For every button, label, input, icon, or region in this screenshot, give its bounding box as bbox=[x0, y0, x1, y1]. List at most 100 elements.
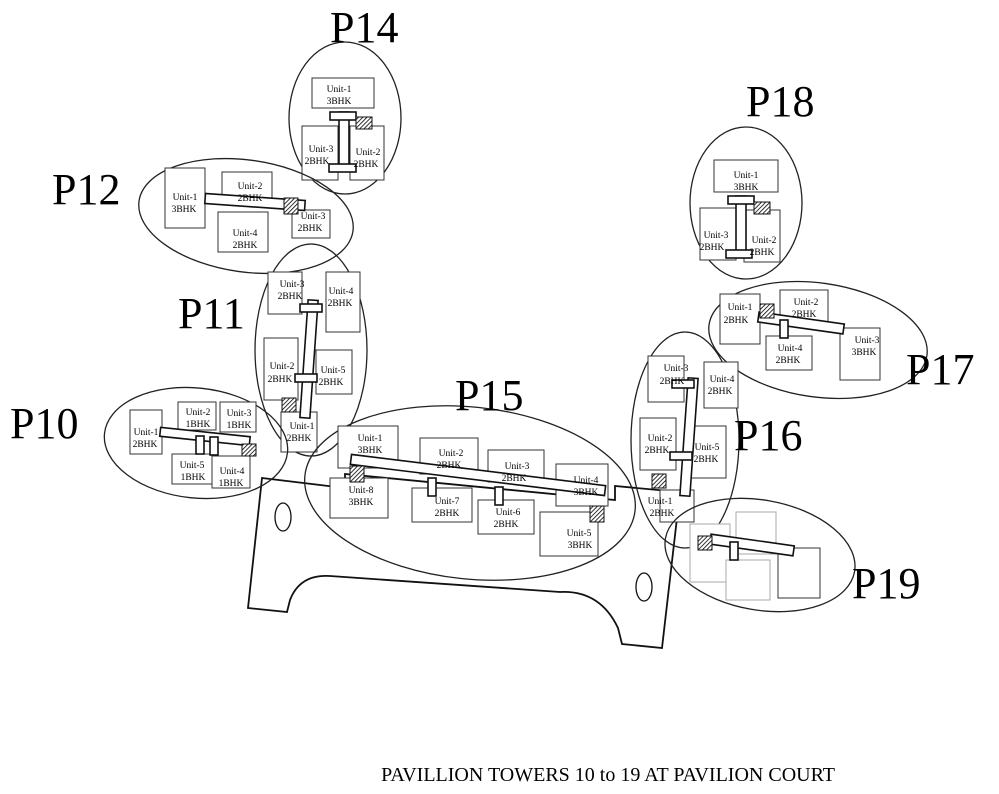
unit-label: Unit-1 bbox=[173, 193, 198, 203]
unit-label: Unit-5 bbox=[180, 461, 205, 471]
tower-label: P12 bbox=[52, 165, 120, 214]
tower-p16-outline bbox=[630, 331, 740, 549]
tower-label: P14 bbox=[330, 3, 398, 52]
unit-type: 2BHK bbox=[238, 194, 263, 204]
unit-label: Unit-1 bbox=[648, 497, 673, 507]
tower-label: P17 bbox=[906, 345, 974, 394]
unit-label: Unit-4 bbox=[778, 344, 803, 354]
unit-label: Unit-1 bbox=[728, 303, 753, 313]
unit-label: Unit-2 bbox=[648, 434, 673, 444]
unit-type: 2BHK bbox=[287, 434, 312, 444]
unit-label: Unit-3 bbox=[301, 212, 326, 222]
unit-type: 2BHK bbox=[278, 292, 303, 302]
unit-label: Unit-3 bbox=[704, 231, 729, 241]
unit-label: Unit-2 bbox=[356, 148, 381, 158]
unit-type: 3BHK bbox=[349, 498, 374, 508]
unit-label: Unit-1 bbox=[358, 434, 383, 444]
unit-type: 2BHK bbox=[354, 160, 379, 170]
unit-label: Unit-7 bbox=[435, 497, 460, 507]
unit-type: 3BHK bbox=[852, 348, 877, 358]
tower-label: P16 bbox=[734, 411, 802, 460]
unit-label: Unit-4 bbox=[329, 287, 354, 297]
unit-type: 2BHK bbox=[645, 446, 670, 456]
unit-type: 2BHK bbox=[724, 316, 749, 326]
unit-type: 3BHK bbox=[172, 205, 197, 215]
unit-label: Unit-3 bbox=[309, 145, 334, 155]
unit-type: 2BHK bbox=[700, 243, 725, 253]
unit-type: 2BHK bbox=[435, 509, 460, 519]
tower-p18-outline bbox=[689, 126, 803, 280]
unit-label: Unit-5 bbox=[567, 529, 592, 539]
unit-label: Unit-5 bbox=[695, 443, 720, 453]
unit-label: Unit-5 bbox=[321, 366, 346, 376]
tower-label: P18 bbox=[746, 77, 814, 126]
unit-type: 2BHK bbox=[650, 509, 675, 519]
unit-label: Unit-2 bbox=[439, 449, 464, 459]
unit-label: Unit-3 bbox=[664, 364, 689, 374]
unit-type: 2BHK bbox=[233, 241, 258, 251]
unit-label: Unit-4 bbox=[574, 476, 599, 486]
tower-p19-outline bbox=[664, 497, 856, 613]
unit-type: 2BHK bbox=[694, 455, 719, 465]
unit-type: 2BHK bbox=[494, 520, 519, 530]
unit-label: Unit-2 bbox=[238, 182, 263, 192]
tower-p12: Unit-1 3BHK Unit-2 2BHK Unit-4 2BHK Unit… bbox=[52, 157, 354, 275]
unit-type: 2BHK bbox=[776, 356, 801, 366]
unit-label: 2BHK bbox=[268, 375, 293, 385]
unit-type: 3BHK bbox=[358, 446, 383, 456]
unit-type: 2BHK bbox=[750, 248, 775, 258]
tower-p14: Unit-1 3BHK Unit-3 2BHK Unit-2 2BHK P14 bbox=[288, 3, 402, 195]
unit-label: Unit-1 bbox=[290, 422, 315, 432]
podium-opening-right bbox=[635, 572, 653, 602]
unit-label: Unit-1 bbox=[327, 85, 352, 95]
unit-type: 1BHK bbox=[227, 421, 252, 431]
tower-p10: Unit-1 2BHK Unit-2 1BHK Unit-3 1BHK Unit… bbox=[10, 386, 289, 500]
unit-type: 2BHK bbox=[708, 387, 733, 397]
unit-type: 2BHK bbox=[437, 461, 462, 471]
tower-label: P19 bbox=[852, 559, 920, 608]
unit-label: Unit-3 bbox=[505, 462, 530, 472]
tower-p11: Unit-3 2BHK Unit-4 2BHK Unit-2 2BHK Unit… bbox=[178, 243, 368, 457]
unit-type: 2BHK bbox=[792, 310, 817, 320]
unit-label: Unit-3 bbox=[855, 336, 880, 346]
unit-label: Unit-4 bbox=[710, 375, 735, 385]
tower-p12-outline bbox=[138, 157, 354, 275]
unit-label: Unit-2 bbox=[270, 362, 295, 372]
tower-p15-outline bbox=[304, 405, 636, 581]
tower-label: P15 bbox=[455, 371, 523, 420]
tower-p19: P19 bbox=[664, 497, 920, 613]
unit-label: Unit-4 bbox=[220, 467, 245, 477]
unit-label: Unit-8 bbox=[349, 486, 374, 496]
unit-type: 2BHK bbox=[502, 474, 527, 484]
unit-label: Unit-6 bbox=[496, 508, 521, 518]
unit-label: Unit-1 bbox=[134, 428, 159, 438]
unit-label: Unit-3 bbox=[227, 409, 252, 419]
unit-label: Unit-2 bbox=[794, 298, 819, 308]
unit-type: 3BHK bbox=[734, 183, 759, 193]
tower-label: P11 bbox=[178, 289, 245, 338]
unit-type: 2BHK bbox=[328, 299, 353, 309]
tower-p14-outline bbox=[288, 41, 402, 195]
plan-caption: PAVILLION TOWERS 10 to 19 AT PAVILION CO… bbox=[381, 764, 835, 786]
unit-label: Unit-2 bbox=[752, 236, 777, 246]
unit-type: 2BHK bbox=[133, 440, 158, 450]
podium-opening-left bbox=[274, 502, 292, 532]
unit-type: 1BHK bbox=[219, 479, 244, 489]
unit-type: 3BHK bbox=[568, 541, 593, 551]
unit-type: 2BHK bbox=[298, 224, 323, 234]
unit-type: 3BHK bbox=[574, 488, 599, 498]
tower-p17: Unit-1 2BHK Unit-2 2BHK Unit-4 2BHK Unit… bbox=[708, 280, 974, 400]
tower-label: P10 bbox=[10, 399, 78, 448]
tower-p10-outline bbox=[103, 386, 289, 500]
unit-type: 3BHK bbox=[327, 97, 352, 107]
unit-label: Unit-2 bbox=[186, 408, 211, 418]
unit-type: 2BHK bbox=[319, 378, 344, 388]
unit-type: 2BHK bbox=[305, 157, 330, 167]
tower-p15: Unit-1 3BHK Unit-2 2BHK Unit-3 2BHK Unit… bbox=[304, 371, 636, 581]
unit-type: 1BHK bbox=[181, 473, 206, 483]
unit-type: 2BHK bbox=[660, 377, 685, 387]
unit-label: Unit-3 bbox=[280, 280, 305, 290]
unit-label: Unit-4 bbox=[233, 229, 258, 239]
tower-p16: Unit-3 2BHK Unit-4 2BHK Unit-2 2BHK Unit… bbox=[630, 331, 802, 549]
